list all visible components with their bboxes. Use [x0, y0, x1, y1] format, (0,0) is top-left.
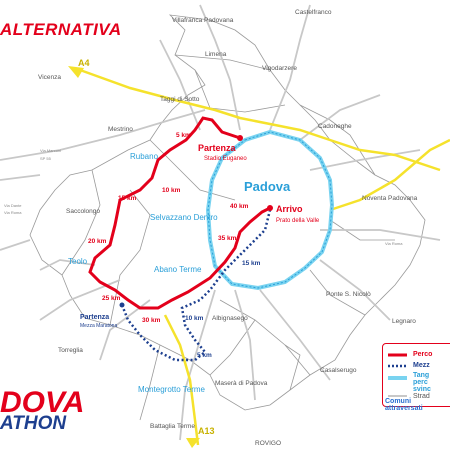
- finish-venue: Prato della Valle: [276, 218, 320, 224]
- town-saccolongo: Saccolongo: [66, 208, 100, 215]
- km-marker-half: 10 km: [185, 315, 204, 322]
- half-marathon-route: [120, 209, 272, 362]
- town-ponte: Ponte S. Nicolò: [326, 291, 371, 298]
- road-label: Via Roma: [4, 210, 22, 215]
- town-legnaro: Legnaro: [392, 318, 416, 325]
- road-label: Via Dante: [4, 203, 22, 208]
- km-marker: 10 km: [162, 187, 181, 194]
- legend-swatches: [388, 353, 407, 397]
- town-casalserugo: Casalserugo: [320, 367, 357, 374]
- highway-a13-label: A13: [198, 426, 215, 436]
- finish-label: Arrivo: [276, 204, 303, 214]
- legend-item: Mezz: [413, 362, 430, 369]
- legend-box: Perco Mezz Tang perc svinc Strad: [382, 343, 450, 407]
- town-masera: Maserà di Padova: [215, 380, 268, 387]
- highway-arrows: [68, 66, 200, 448]
- town-battaglia: Battaglia Terme: [150, 423, 195, 430]
- km-marker-half: 5 km: [197, 352, 212, 359]
- km-marker: 25 km: [102, 295, 121, 302]
- legend-item: svinc: [413, 386, 431, 393]
- legend-item: Strad: [413, 393, 430, 400]
- town-villafranca: Villafranca Padovana: [172, 17, 234, 24]
- town-montegrotto: Montegrotto Terme: [138, 385, 206, 394]
- km-marker: 40 km: [230, 203, 249, 210]
- legend-item: Perco: [413, 351, 433, 358]
- town-torreglia: Torreglia: [58, 347, 83, 354]
- highway-a4-label: A4: [78, 58, 90, 68]
- half-start-label: Partenza: [80, 314, 109, 321]
- km-marker: 15 km: [118, 195, 137, 202]
- town-rubano: Rubano: [130, 152, 159, 161]
- town-vicenza: Vicenza: [38, 74, 61, 81]
- town-rovigo: ROVIGO: [255, 440, 281, 447]
- road-label: Via Marconi: [40, 148, 61, 153]
- km-marker-half: 15 km: [242, 260, 261, 267]
- start-marker: [237, 135, 243, 141]
- logo-line2: ATHON: [0, 413, 67, 434]
- finish-marker: [267, 205, 273, 211]
- km-marker: 30 km: [142, 317, 161, 324]
- road-label: Via Roma: [385, 241, 403, 246]
- town-padova: Padova: [244, 179, 291, 194]
- town-castelfranco: Castelfranco: [295, 9, 332, 16]
- start-label: Partenza: [198, 143, 237, 153]
- half-start-venue: Mezza Maratona: [80, 323, 117, 329]
- town-noventa: Noventa Padovana: [362, 195, 418, 202]
- town-mestrino: Mestrino: [108, 126, 133, 133]
- town-limena: Limena: [205, 51, 227, 58]
- logo-line1: DOVA: [0, 386, 85, 419]
- half-start-marker: [119, 302, 125, 308]
- town-teolo: Teolo: [68, 257, 88, 266]
- legend-item: Tang: [413, 372, 430, 379]
- header-title: ALTERNATIVA: [0, 20, 122, 39]
- start-venue: Stadio Euganeo: [204, 156, 247, 162]
- town-albignasego: Albignasego: [212, 315, 248, 322]
- town-vigodarzere: Vigodarzere: [262, 65, 297, 72]
- town-cadoneghe: Cadoneghe: [318, 123, 352, 130]
- town-abano: Abano Terme: [154, 265, 202, 274]
- town-selvazzano: Selvazzano Dentro: [150, 213, 218, 222]
- km-marker: 20 km: [88, 238, 107, 245]
- municipal-boundaries: [29, 14, 426, 421]
- km-marker: 35 km: [218, 235, 237, 242]
- highways: [79, 68, 450, 446]
- legend-footer: Comuni attraversati: [385, 398, 423, 412]
- town-taggi: Taggi di Sotto: [160, 96, 200, 103]
- road-label: SP 55: [40, 156, 52, 161]
- minor-roads: [0, 4, 441, 441]
- legend-item: perc: [413, 379, 428, 386]
- km-marker: 5 km: [176, 132, 191, 139]
- marathon-route: [88, 116, 271, 310]
